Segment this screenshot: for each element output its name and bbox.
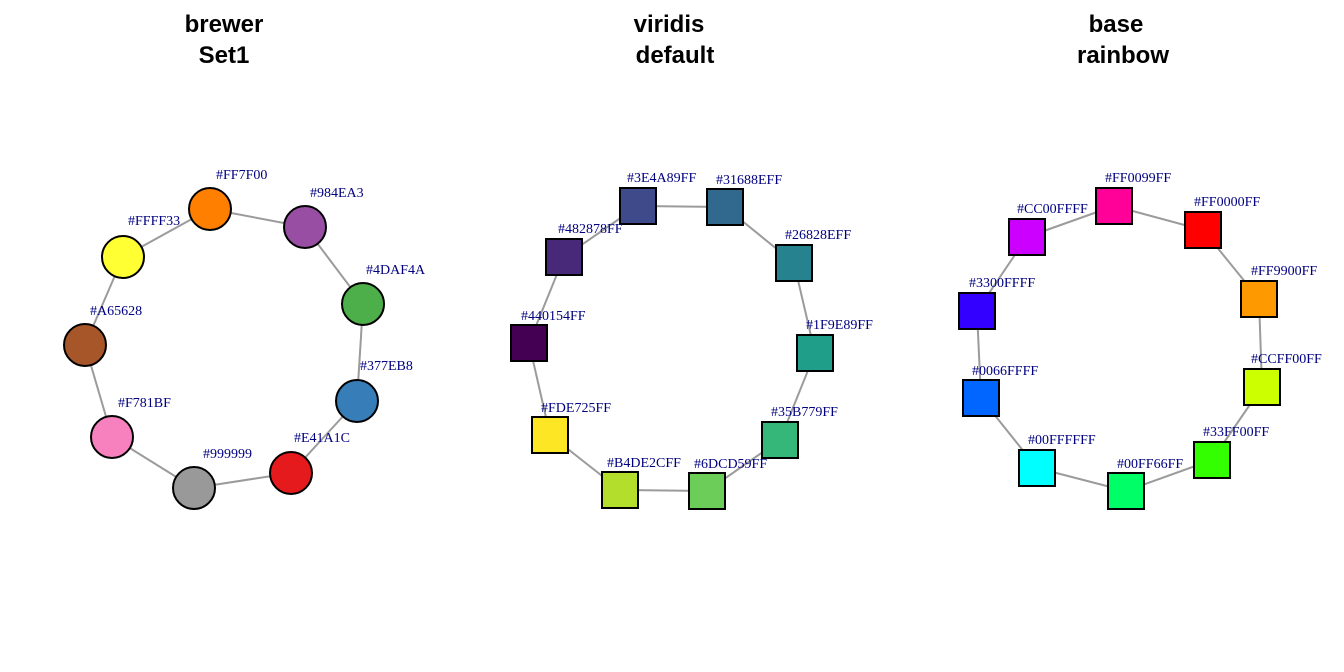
node-label: #FF7F00: [216, 168, 267, 183]
network-node: [1240, 280, 1278, 318]
network-node: [775, 244, 813, 282]
node-label: #B4DE2CFF: [607, 456, 681, 471]
network-node: [283, 205, 327, 249]
network-node: [761, 421, 799, 459]
node-label: #A65628: [90, 304, 142, 319]
node-label: #31688EFF: [716, 173, 782, 188]
node-label: #CC00FFFF: [1017, 202, 1088, 217]
node-label: #FF9900FF: [1251, 264, 1317, 279]
network-node: [335, 379, 379, 423]
panel-viridis-default: viridis default #6DCD59FF #35B779FF #1F9E8…: [510, 11, 873, 510]
network-node: [63, 323, 107, 367]
node-label: #3E4A89FF: [627, 171, 696, 186]
network-node: [172, 466, 216, 510]
panel-title-line2: default: [636, 42, 715, 69]
network-node: [1184, 211, 1222, 249]
node-label: #984EA3: [310, 186, 364, 201]
node-label: #FFFF33: [128, 214, 180, 229]
node-label: #33FF00FF: [1203, 425, 1269, 440]
node-label: #482878FF: [558, 222, 623, 237]
node-label: #00FFFFFF: [1028, 433, 1096, 448]
node-label: #6DCD59FF: [694, 457, 767, 472]
network-node: [101, 235, 145, 279]
network-node: [1107, 472, 1145, 510]
panel-title-line1: brewer: [185, 11, 264, 38]
network-node: [1193, 441, 1231, 479]
network-node: [188, 187, 232, 231]
network-node: [601, 471, 639, 509]
network-node: [545, 238, 583, 276]
node-label: #999999: [203, 447, 252, 462]
network-node: [1243, 368, 1281, 406]
node-label: #4DAF4A: [366, 263, 426, 278]
panel-brewer-set1: brewer Set1 #E41A1C #377EB8 #4DAF4A #984EA3…: [63, 11, 426, 510]
network-node: [958, 292, 996, 330]
panel-base-rainbow: base rainbow #33FF00FF #CCFF00FF #FF9900FF…: [958, 11, 1322, 510]
network-node: [341, 282, 385, 326]
node-label: #E41A1C: [294, 431, 350, 446]
node-label: #1F9E89FF: [806, 318, 873, 333]
node-label: #F781BF: [118, 396, 171, 411]
node-label: #FDE725FF: [541, 401, 611, 416]
node-label: #00FF66FF: [1117, 457, 1183, 472]
network-node: [796, 334, 834, 372]
node-label: #35B779FF: [771, 405, 838, 420]
network-node: [688, 472, 726, 510]
node-label: #FF0000FF: [1194, 195, 1260, 210]
network-node: [706, 188, 744, 226]
panel-title-line1: base: [1089, 11, 1144, 38]
network-node: [1008, 218, 1046, 256]
network-node: [90, 415, 134, 459]
network-node: [531, 416, 569, 454]
node-label: #377EB8: [360, 359, 413, 374]
network-node: [1095, 187, 1133, 225]
node-label: #3300FFFF: [969, 276, 1035, 291]
panel-title-line2: rainbow: [1077, 42, 1169, 69]
node-label: #440154FF: [521, 309, 586, 324]
network-node: [510, 324, 548, 362]
panel-title-line1: viridis: [634, 11, 705, 38]
network-node: [1018, 449, 1056, 487]
panel-title-line2: Set1: [199, 42, 250, 69]
node-label: #26828EFF: [785, 228, 851, 243]
node-label: #CCFF00FF: [1251, 352, 1322, 367]
network-node: [962, 379, 1000, 417]
node-label: #0066FFFF: [972, 364, 1038, 379]
network-node: [619, 187, 657, 225]
network-node: [269, 451, 313, 495]
node-label: #FF0099FF: [1105, 171, 1171, 186]
